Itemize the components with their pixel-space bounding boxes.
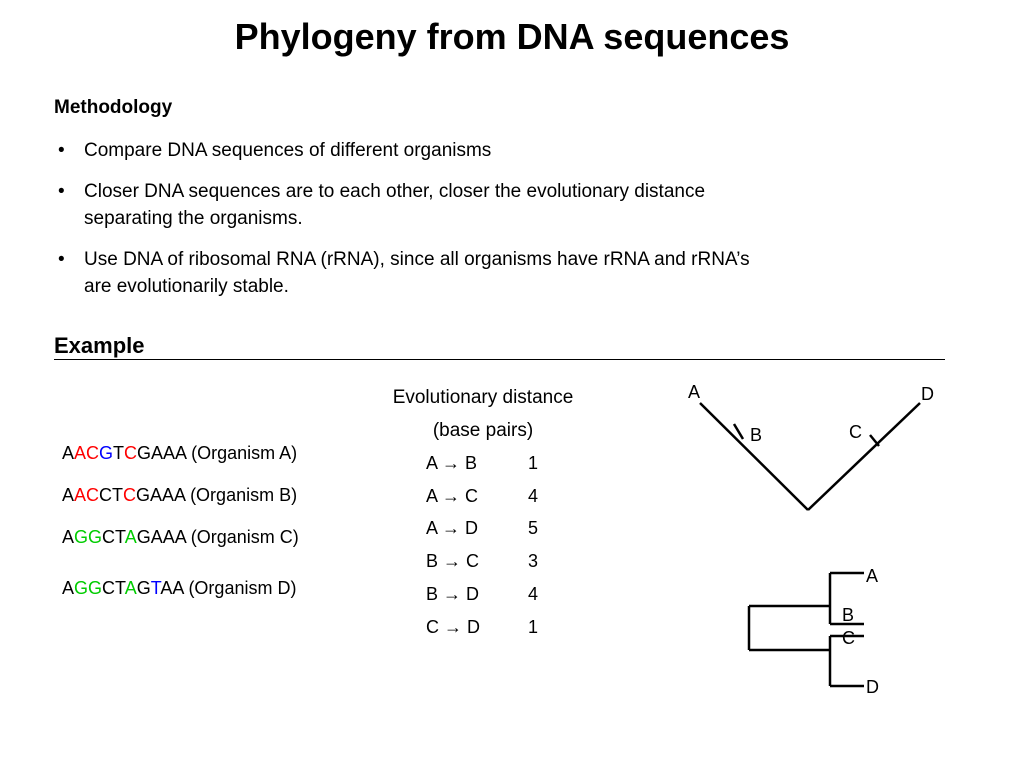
sequence-base-segment: GG	[74, 578, 103, 598]
bullet-rrna: Use DNA of ribosomal RNA (rRNA), since a…	[84, 249, 750, 297]
sequence-base-segment: A	[62, 443, 75, 463]
distance-pair: A → C	[426, 486, 479, 506]
sequence-organism-b: AACCTCGAAA (Organism B)	[62, 485, 297, 506]
sequence-base-segment: CT	[102, 578, 125, 598]
distance-pair: C → D	[426, 617, 480, 637]
distance-value: 1	[528, 453, 539, 473]
sequence-base-segment: CT	[99, 485, 124, 505]
distance-value: 3	[528, 551, 539, 571]
sequence-base-segment: AC	[74, 443, 100, 463]
sequence-base-segment: AC	[74, 485, 100, 505]
bullet-marker: •	[58, 249, 65, 270]
organism-label: (Organism A)	[186, 443, 298, 463]
distance-value: 1	[528, 617, 539, 637]
sequence-base-segment: A	[62, 527, 75, 547]
v-tree-label-b: B	[750, 425, 763, 445]
sequence-base-segment: GAAA	[136, 485, 186, 505]
sequence-base-segment: C	[123, 485, 137, 505]
sequence-base-segment: A	[62, 578, 75, 598]
organism-label: (Organism D)	[183, 578, 297, 598]
sequence-base-segment: GAAA	[137, 443, 187, 463]
rectangular-tree-diagram	[747, 571, 864, 688]
sequence-organism-a: AACGTCGAAA (Organism A)	[62, 443, 297, 464]
sequence-base-segment: G	[99, 443, 114, 463]
bullet-compare-sequences: Compare DNA sequences of different organ…	[84, 140, 492, 161]
distance-pair: B → C	[426, 551, 480, 571]
sequence-organism-c: AGGCTAGAAA (Organism C)	[62, 527, 299, 548]
example-heading: Example	[54, 333, 145, 358]
distance-heading: Evolutionary distance	[392, 387, 574, 408]
distance-value: 5	[528, 518, 539, 538]
sequence-base-segment: GAAA	[136, 527, 186, 547]
sequence-base-segment: GG	[74, 527, 103, 547]
bullet-closer-sequences: Closer DNA sequences are to each other, …	[84, 181, 706, 229]
sequence-base-segment: T	[113, 443, 125, 463]
distance-pair: A → B	[426, 453, 478, 473]
methodology-heading: Methodology	[54, 97, 173, 118]
rect-tree-label-c: C	[842, 628, 855, 648]
tree-tick-c	[869, 434, 880, 447]
organism-label: (Organism B)	[185, 485, 298, 505]
sequence-base-segment: CT	[102, 527, 125, 547]
sequence-base-segment: AA	[160, 578, 184, 598]
bullet-marker: •	[58, 140, 65, 161]
organism-label: (Organism C)	[185, 527, 299, 547]
v-tree-label-c: C	[849, 422, 862, 442]
bullet-marker: •	[58, 181, 65, 202]
tree-branch-left	[699, 402, 809, 511]
tree-tick-b	[732, 423, 745, 440]
distance-value: 4	[528, 486, 539, 506]
sequence-base-segment: A	[62, 485, 75, 505]
rect-tree-label-a: A	[866, 566, 879, 586]
rect-tree-label-d: D	[866, 677, 879, 697]
distance-value: 4	[528, 584, 539, 604]
sequence-base-segment: A	[124, 578, 137, 598]
tree-branch-right	[807, 402, 921, 511]
v-tree-label-d: D	[921, 384, 934, 404]
page-title: Phylogeny from DNA sequences	[234, 16, 790, 57]
example-divider	[54, 359, 945, 360]
distance-pair: B → D	[426, 584, 480, 604]
sequence-organism-d: AGGCTAGTAA (Organism D)	[62, 578, 296, 599]
distance-subheading: (base pairs)	[432, 420, 534, 441]
sequence-base-segment: C	[124, 443, 138, 463]
sequence-base-segment: T	[150, 578, 161, 598]
sequence-base-segment: G	[136, 578, 151, 598]
sequence-base-segment: A	[124, 527, 137, 547]
distance-pair: A → D	[426, 518, 479, 538]
rect-tree-label-b: B	[842, 605, 855, 625]
v-tree-label-a: A	[688, 382, 701, 402]
